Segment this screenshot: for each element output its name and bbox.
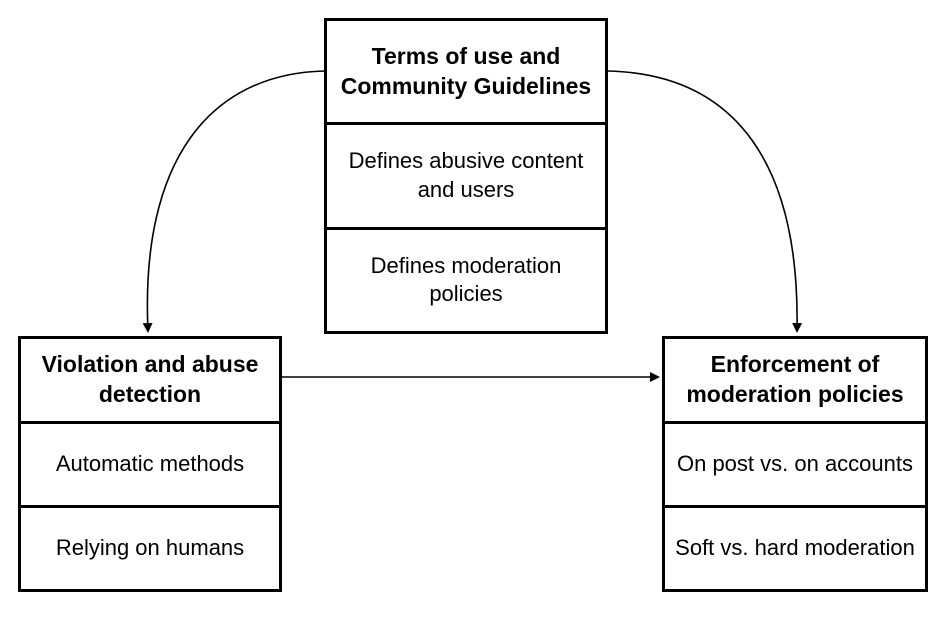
terms-box-item: Defines abusive content and users — [327, 122, 605, 226]
terms-box-title: Terms of use and Community Guidelines — [340, 42, 592, 99]
detection-box-item: Relying on humans — [21, 505, 279, 589]
enforcement-box: Enforcement of moderation policies On po… — [662, 336, 928, 592]
detection-box-item: Automatic methods — [21, 421, 279, 505]
enforcement-box-title: Enforcement of moderation policies — [686, 351, 904, 407]
terms-box-item: Defines moderation policies — [327, 226, 605, 331]
detection-box: Violation and abuse detection Automatic … — [18, 336, 282, 592]
arrow-terms-to-enforcement — [607, 70, 803, 333]
detection-box-title: Violation and abuse detection — [41, 351, 259, 407]
arrow-terms-to-detection — [142, 70, 325, 333]
enforcement-box-item: Soft vs. hard moderation — [665, 505, 925, 589]
enforcement-box-item: On post vs. on accounts — [665, 421, 925, 505]
terms-box: Terms of use and Community Guidelines De… — [324, 18, 608, 334]
